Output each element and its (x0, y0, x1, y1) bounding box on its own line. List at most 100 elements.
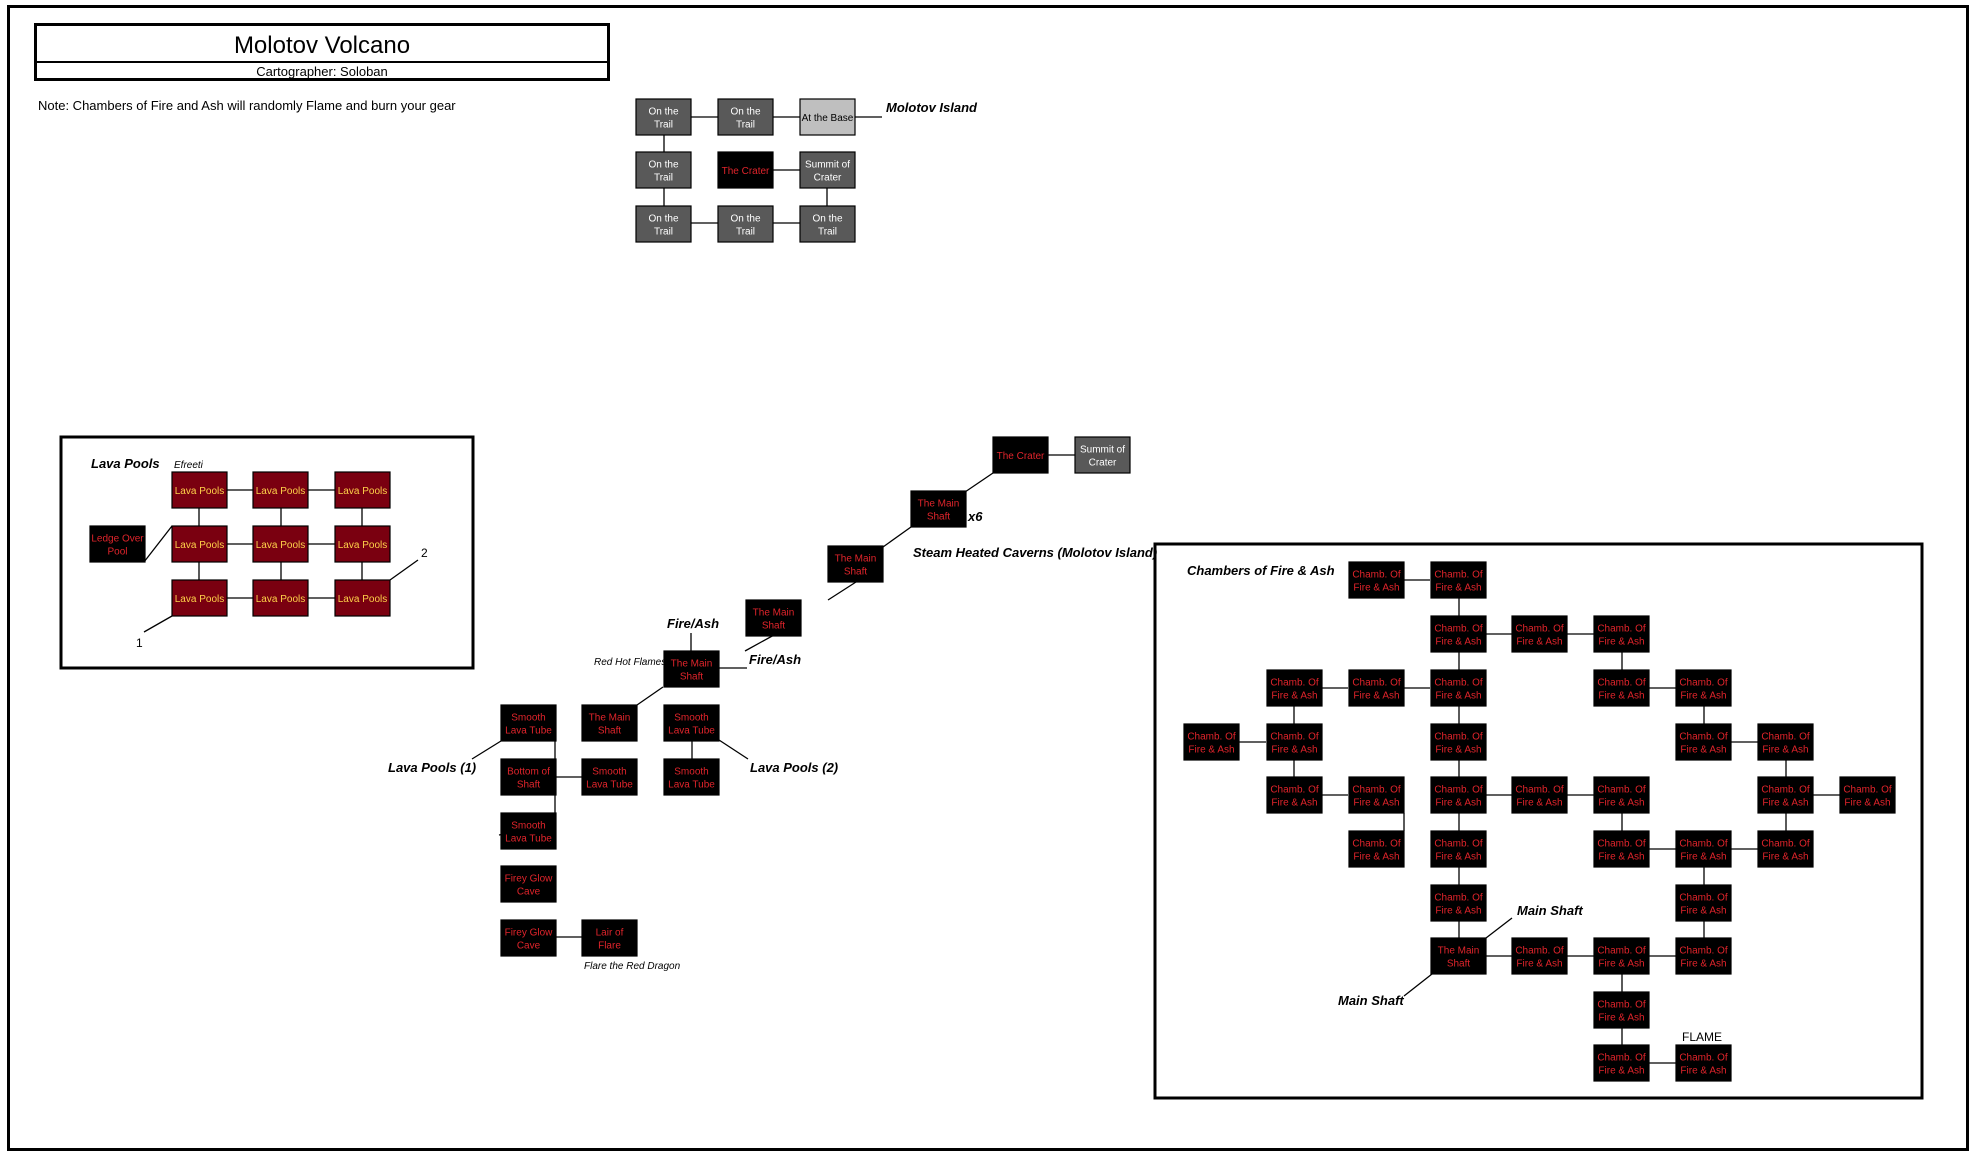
label-lava-pools-1: Lava Pools (1) (388, 760, 476, 775)
room-box (1675, 937, 1732, 975)
room-label: Chamb. Of (1761, 732, 1810, 743)
room-box (1430, 669, 1487, 707)
room-box (1348, 669, 1405, 707)
label-molotov-island: Molotov Island (886, 100, 978, 115)
room-label: Fire & Ash (1680, 959, 1726, 970)
room-box (1839, 776, 1896, 814)
room-box (1675, 1044, 1732, 1082)
room-label: Chamb. Of (1843, 785, 1892, 796)
room-t5: The Crater (717, 151, 774, 189)
room-box (1266, 776, 1323, 814)
room-label: Summit of (805, 160, 850, 171)
label-efreeti: Efreeti (174, 460, 204, 471)
room-label: Fire & Ash (1435, 637, 1481, 648)
room-box (827, 545, 884, 583)
room-box (334, 525, 391, 563)
room-label: Chamb. Of (1679, 678, 1728, 689)
room-m1: The Crater (992, 436, 1049, 474)
room-label: Fire & Ash (1271, 691, 1317, 702)
room-box (799, 98, 856, 136)
room-box (663, 704, 720, 742)
room-box (1074, 436, 1131, 474)
room-label: Cave (517, 887, 541, 898)
room-box (252, 471, 309, 509)
room-label: Smooth (592, 767, 626, 778)
room-label: Firey Glow (505, 874, 554, 885)
room-label: Chamb. Of (1434, 570, 1483, 581)
room-label: Fire & Ash (1271, 745, 1317, 756)
room-box (635, 205, 692, 243)
room-label: Crater (1089, 458, 1117, 469)
room-label: Shaft (1447, 959, 1471, 970)
room-label: Trail (654, 227, 673, 238)
room-lp4: Lava Pools (171, 525, 228, 563)
room-label: Fire & Ash (1271, 798, 1317, 809)
room-box (1593, 937, 1650, 975)
room-box (1348, 776, 1405, 814)
room-label: Fire & Ash (1598, 852, 1644, 863)
room-box (1757, 776, 1814, 814)
room-box (500, 865, 557, 903)
room-label: Fire & Ash (1353, 798, 1399, 809)
room-label: Fire & Ash (1598, 691, 1644, 702)
room-label: Shaft (927, 512, 951, 523)
label-fire-ash-1: Fire/Ash (667, 616, 719, 631)
room-label: Lava Pools (256, 594, 305, 605)
room-label: Chamb. Of (1352, 570, 1401, 581)
room-label: Shaft (762, 621, 786, 632)
room-label: Shaft (517, 780, 541, 791)
room-label: Chamb. Of (1679, 732, 1728, 743)
map-note: Note: Chambers of Fire and Ash will rand… (38, 98, 456, 113)
room-box (581, 758, 638, 796)
label-x6: x6 (967, 509, 983, 524)
room-box (745, 599, 802, 637)
room-label: Bottom of (507, 767, 550, 778)
room-label: Chamb. Of (1597, 1000, 1646, 1011)
room-label: Ledge Over (91, 534, 144, 545)
room-label: On the (648, 107, 678, 118)
room-label: Fire & Ash (1598, 637, 1644, 648)
room-label: The Main (918, 499, 960, 510)
room-label: The Main (671, 659, 713, 670)
room-label: Lava Tube (505, 834, 552, 845)
room-box (635, 151, 692, 189)
label-chambers-title: Chambers of Fire & Ash (1187, 563, 1335, 578)
room-label: The Main (753, 608, 795, 619)
room-box (1430, 937, 1487, 975)
room-label: Shaft (680, 672, 704, 683)
room-lp9: Lava Pools (334, 579, 391, 617)
room-label: Chamb. Of (1679, 1053, 1728, 1064)
room-label: Fire & Ash (1435, 745, 1481, 756)
room-box (1348, 830, 1405, 868)
room-label: Chamb. Of (1434, 785, 1483, 796)
label-flame: FLAME (1682, 1030, 1722, 1044)
room-box (1511, 776, 1568, 814)
label-exit-2: 2 (421, 546, 428, 560)
room-box (500, 758, 557, 796)
room-lp1: Lava Pools (171, 471, 228, 509)
room-label: Lava Pools (175, 540, 224, 551)
room-label: Trail (736, 227, 755, 238)
room-label: Chamb. Of (1352, 839, 1401, 850)
room-label: Lair of (596, 928, 624, 939)
room-box (1266, 669, 1323, 707)
room-label: Fire & Ash (1680, 852, 1726, 863)
